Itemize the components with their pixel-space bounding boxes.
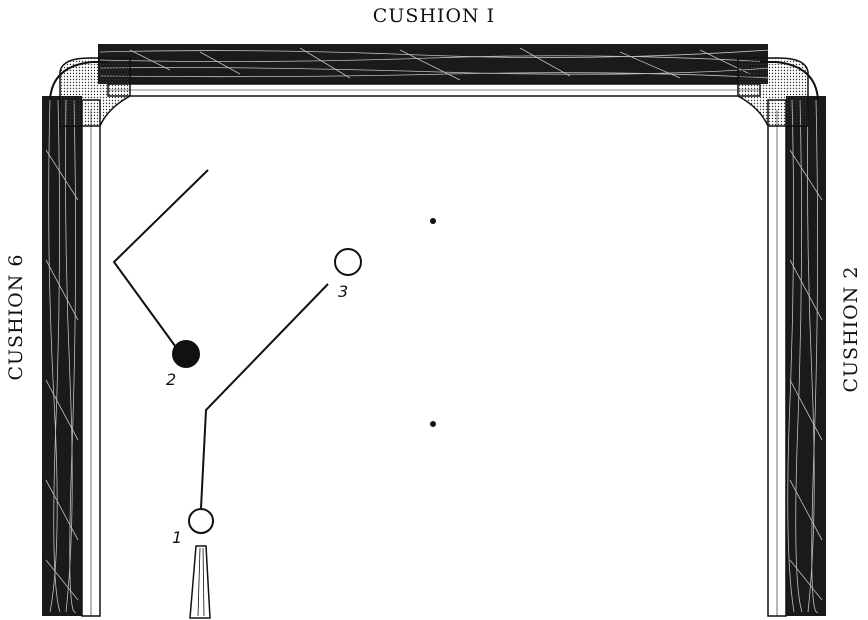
ball-1-label: 1: [172, 528, 183, 547]
left-rail: [42, 96, 101, 617]
cue-ball-path: [200, 283, 329, 509]
ball-3-label: 3: [338, 282, 349, 301]
cue-stick: [189, 545, 211, 619]
table-spot-upper: [430, 218, 436, 224]
ball-1: [188, 508, 214, 534]
ball-2-label: 2: [166, 370, 177, 389]
table-spot-lower: [430, 421, 436, 427]
right-rail: [767, 96, 826, 617]
corner-pocket-top-right: [737, 57, 819, 127]
ball-2: [172, 340, 200, 368]
top-rail: [98, 44, 771, 97]
ball-3: [334, 248, 362, 276]
cushion-2-label: CUSHION 2: [840, 265, 862, 393]
object-ball-path: [112, 169, 209, 351]
cushion-6-label: CUSHION 6: [5, 253, 27, 381]
cushion-1-label: CUSHION I: [372, 5, 496, 27]
corner-pocket-top-left: [49, 57, 131, 127]
